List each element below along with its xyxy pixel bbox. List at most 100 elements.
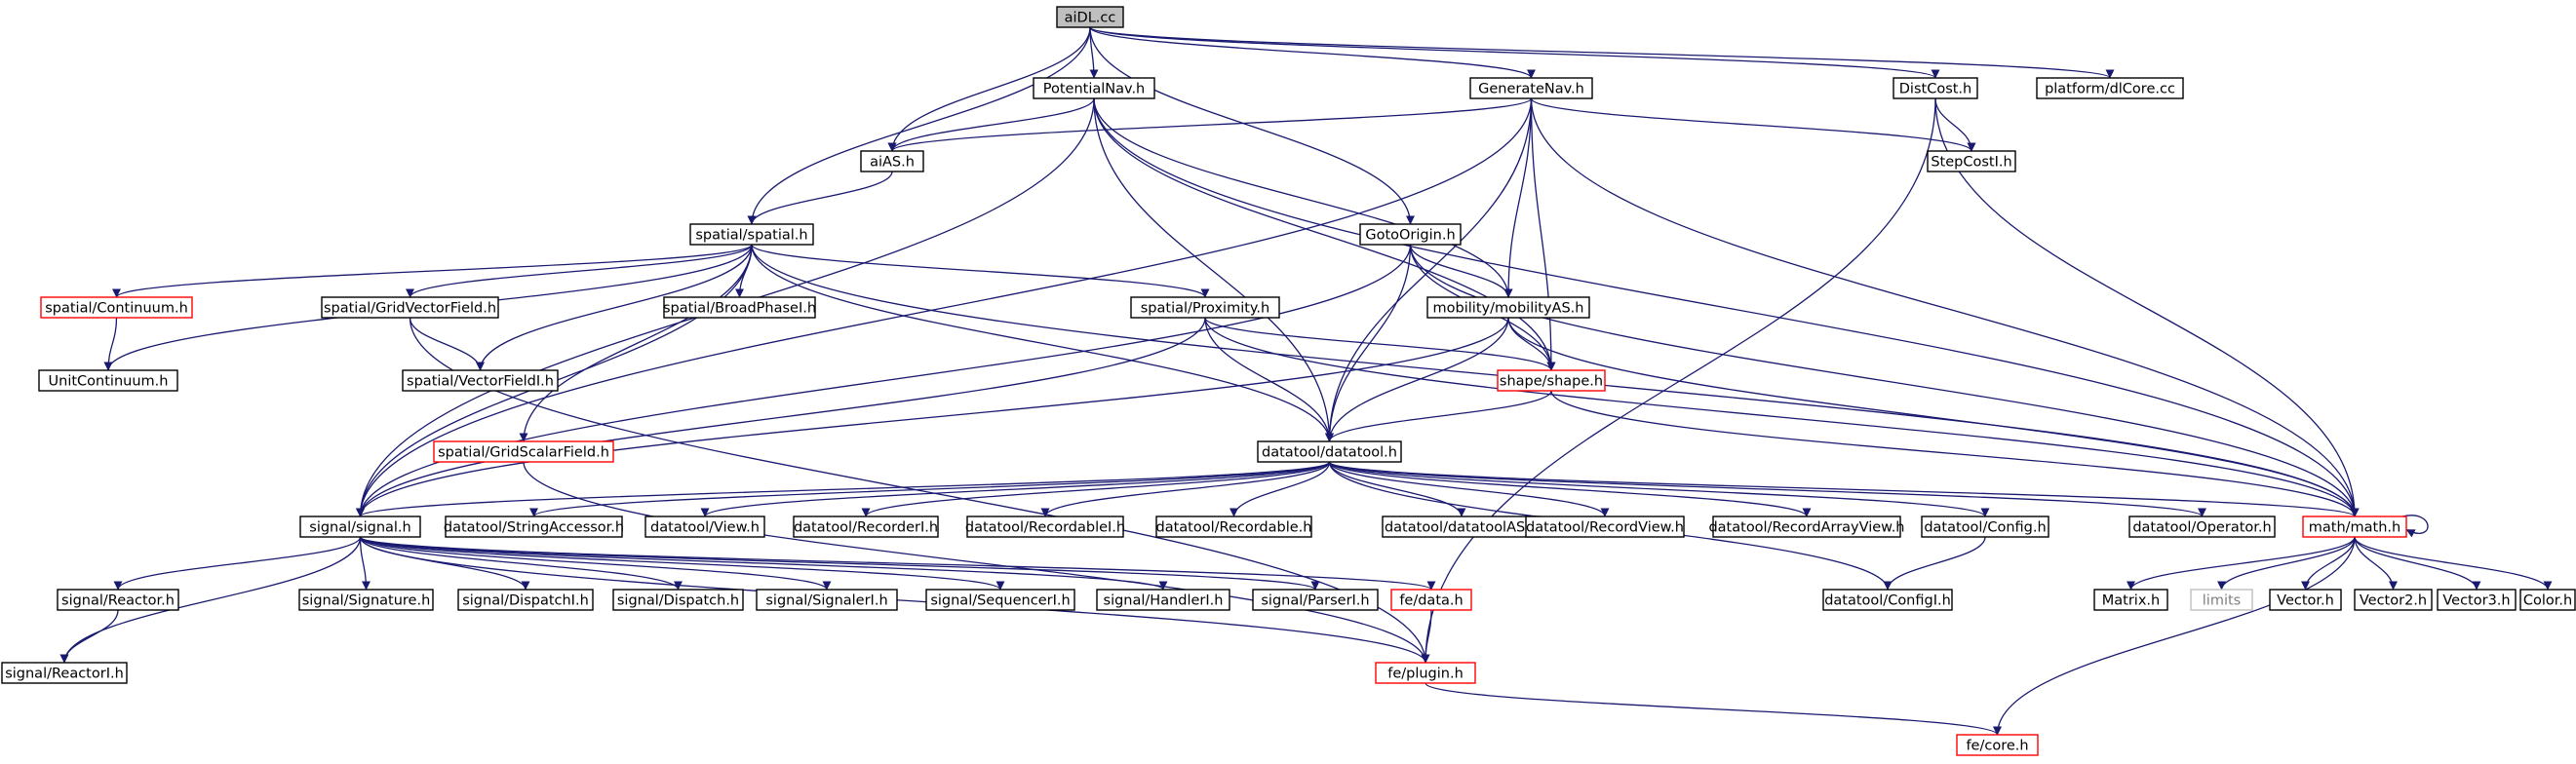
node-Color[interactable]: Color.h — [2519, 589, 2576, 611]
node-ConfigI[interactable]: datatool/ConfigI.h — [1822, 589, 1953, 611]
node-GenerateNav[interactable]: GenerateNav.h — [1469, 77, 1593, 99]
node-box — [1096, 589, 1230, 611]
node-label: datatool/RecordView.h — [1526, 520, 1684, 536]
edge-line — [1328, 461, 1466, 517]
node-aiDL[interactable]: aiDL.cc — [1056, 6, 1124, 28]
node-aiAS[interactable]: aiAS.h — [860, 150, 924, 172]
edge-line — [2401, 515, 2429, 538]
node-box — [925, 589, 1075, 611]
node-Dispatch[interactable]: signal/Dispatch.h — [612, 589, 744, 611]
node-spatial[interactable]: spatial/spatial.h — [689, 223, 814, 246]
edge-line — [1503, 97, 1533, 298]
node-PotentialNav[interactable]: PotentialNav.h — [1033, 77, 1155, 99]
edge-line — [1993, 536, 2356, 736]
node-shape[interactable]: shape/shape.h — [1497, 369, 1606, 392]
node-ParserI[interactable]: signal/ParserI.h — [1252, 589, 1379, 611]
node-RecordableI[interactable]: datatool/RecordableI.h — [965, 516, 1125, 538]
node-label: Matrix.h — [2102, 593, 2160, 609]
node-box — [1893, 77, 1978, 99]
edge-line — [359, 536, 371, 591]
node-RecordView[interactable]: datatool/RecordView.h — [1525, 516, 1685, 538]
edge-GenerateNav-to-datatool — [1325, 97, 1533, 442]
edge-line — [1328, 461, 1990, 517]
node-label: aiAS.h — [870, 155, 915, 171]
node-label: datatool/StringAccessor.h — [444, 520, 624, 536]
edge-data-to-plugin — [1421, 609, 1432, 664]
node-core[interactable]: fe/core.h — [1956, 734, 2039, 756]
edge-line — [700, 461, 1331, 517]
node-DistCost[interactable]: DistCost.h — [1893, 77, 1978, 99]
node-box — [1359, 223, 1462, 246]
edge-PotentialNav-to-shape — [1093, 97, 1556, 371]
edge-mobilityAS-to-datatool — [1325, 317, 1509, 442]
node-Proximity[interactable]: spatial/Proximity.h — [1130, 296, 1280, 319]
edge-PotentialNav-to-math — [1093, 97, 2360, 517]
edge-line — [1093, 97, 1513, 298]
node-UnitContinuum[interactable]: UnitContinuum.h — [38, 369, 178, 392]
node-GridVectorField[interactable]: spatial/GridVectorField.h — [321, 296, 499, 319]
node-RecorderI[interactable]: datatool/RecorderI.h — [793, 516, 939, 538]
node-label: GenerateNav.h — [1478, 82, 1584, 97]
edge-spatial-to-Continuum — [112, 244, 753, 298]
node-RecordArrayView[interactable]: datatool/RecordArrayView.h — [1708, 516, 1905, 538]
edge-datatool-to-RecordView — [1328, 461, 1610, 517]
node-Operator[interactable]: datatool/Operator.h — [2128, 516, 2276, 538]
node-VectorFieldI[interactable]: spatial/VectorFieldI.h — [402, 369, 559, 392]
node-box — [298, 589, 434, 611]
node-HandlerI[interactable]: signal/HandlerI.h — [1096, 589, 1230, 611]
node-StepCostI[interactable]: StepCostI.h — [1927, 150, 2016, 172]
node-View[interactable]: datatool/View.h — [644, 516, 765, 538]
node-Vector3[interactable]: Vector3.h — [2437, 589, 2517, 611]
node-Vector2[interactable]: Vector2.h — [2354, 589, 2433, 611]
edge-spatial-to-GridVectorField — [406, 244, 753, 298]
node-Reactor[interactable]: signal/Reactor.h — [57, 589, 179, 611]
node-box — [38, 369, 178, 392]
node-label: mobility/mobilityAS.h — [1433, 301, 1584, 317]
node-mobilityAS[interactable]: mobility/mobilityAS.h — [1426, 296, 1590, 319]
node-Signature[interactable]: signal/Signature.h — [298, 589, 434, 611]
node-Config[interactable]: datatool/Config.h — [1921, 516, 2049, 538]
edge-GenerateNav-to-shape — [1530, 97, 1556, 371]
edge-spatial-to-datatool — [751, 244, 1334, 442]
node-SequencerI[interactable]: signal/SequencerI.h — [925, 589, 1075, 611]
edge-shape-to-math — [1550, 390, 2360, 517]
node-limits[interactable]: limits — [2190, 589, 2253, 611]
edge-line — [1040, 461, 1331, 517]
node-label: PotentialNav.h — [1043, 82, 1146, 97]
edge-line — [1550, 390, 2360, 517]
node-DispatchI[interactable]: signal/DispatchI.h — [457, 589, 594, 611]
node-data[interactable]: fe/data.h — [1390, 589, 1472, 611]
edge-layer — [59, 26, 2553, 736]
edge-DistCost-to-plugin — [1421, 97, 1936, 664]
edge-line — [409, 317, 485, 371]
node-datatool[interactable]: datatool/datatool.h — [1257, 440, 1402, 463]
node-box — [2128, 516, 2276, 538]
node-label: signal/SignalerI.h — [765, 593, 887, 609]
node-label: datatool/Config.h — [1924, 520, 2046, 536]
node-Continuum[interactable]: spatial/Continuum.h — [40, 296, 193, 319]
node-plugin[interactable]: fe/plugin.h — [1375, 662, 1476, 684]
node-StringAccessor[interactable]: datatool/StringAccessor.h — [444, 516, 624, 538]
node-BroadPhaseI[interactable]: spatial/BroadPhaseI.h — [663, 296, 816, 319]
edge-line — [1883, 536, 1986, 591]
node-dlCore[interactable]: platform/dlCore.cc — [2036, 77, 2184, 99]
node-math[interactable]: math/math.h — [2302, 516, 2407, 538]
node-signal[interactable]: signal/signal.h — [299, 516, 421, 538]
edge-datatool-to-StringAccessor — [529, 461, 1331, 517]
node-Vector[interactable]: Vector.h — [2269, 589, 2342, 611]
node-GotoOrigin[interactable]: GotoOrigin.h — [1359, 223, 1462, 246]
edge-line — [359, 536, 1436, 591]
edge-spatial-to-VectorFieldI — [476, 244, 753, 371]
edge-datatool-to-Recordable — [1229, 461, 1331, 517]
edge-Proximity-to-signal — [356, 317, 1206, 517]
node-GridScalarField[interactable]: spatial/GridScalarField.h — [433, 440, 614, 463]
node-datatoolAS[interactable]: datatool/datatoolAS.h — [1382, 516, 1542, 538]
node-ReactorI[interactable]: signal/ReactorI.h — [1, 662, 128, 684]
node-box — [1956, 734, 2039, 756]
node-Matrix[interactable]: Matrix.h — [2093, 589, 2168, 611]
node-label: signal/Signature.h — [302, 593, 431, 609]
node-box — [793, 516, 939, 538]
node-SignalerI[interactable]: signal/SignalerI.h — [756, 589, 898, 611]
edge-GenerateNav-to-signal — [356, 97, 1533, 517]
node-Recordable[interactable]: datatool/Recordable.h — [1155, 516, 1312, 538]
